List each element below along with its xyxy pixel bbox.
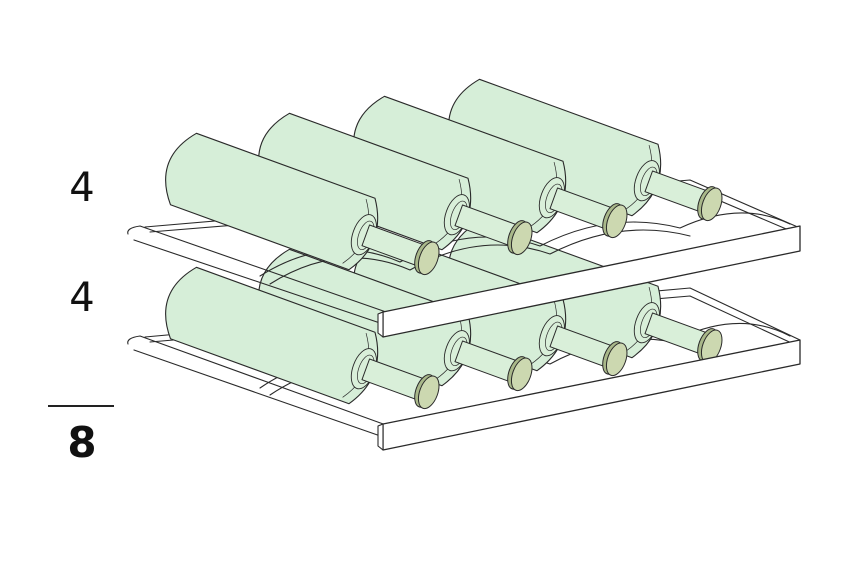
total-bottle-count: 8 [67, 418, 97, 467]
top-shelf [127, 73, 801, 338]
top-shelf-bottle-count: 4 [69, 165, 95, 211]
bottom-shelf [127, 215, 801, 451]
sum-divider-line [48, 405, 114, 407]
bottom-shelf-bottle-count: 4 [69, 275, 95, 321]
